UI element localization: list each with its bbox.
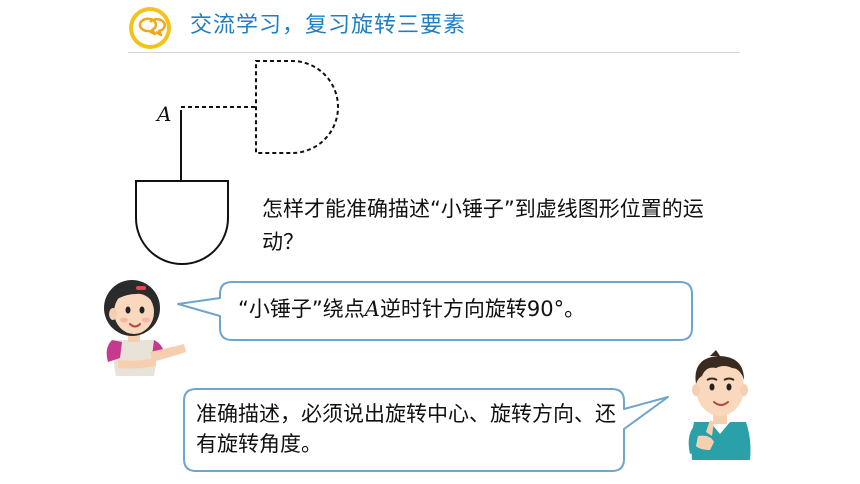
bubble-girl-point: A <box>364 297 380 321</box>
speech-bubble-icon <box>128 6 172 50</box>
boy-avatar <box>680 350 760 466</box>
solid-hammer <box>135 110 229 265</box>
boy-speech-bubble: 准确描述，必须说出旋转中心、旋转方向、还有旋转角度。 <box>182 385 672 475</box>
girl-speech-bubble: “小锤子”绕点A逆时针方向旋转90°。 <box>176 278 696 344</box>
girl-avatar <box>96 278 188 382</box>
page-title: 交流学习，复习旋转三要素 <box>190 13 467 38</box>
bubble-boy-text: 准确描述，必须说出旋转中心、旋转方向、还有旋转角度。 <box>196 402 616 456</box>
bubble-girl-text-after: 逆时针方向旋转90°。 <box>379 297 586 321</box>
dashed-hammer <box>181 60 339 154</box>
point-a-label: A <box>155 102 171 126</box>
rotation-figure: A <box>130 55 370 274</box>
header-divider <box>128 52 740 53</box>
bubble-girl-text-before: “小锤子”绕点 <box>238 297 365 321</box>
question-text: 怎样才能准确描述“小锤子”到虚线图形位置的运动？ <box>262 197 704 254</box>
